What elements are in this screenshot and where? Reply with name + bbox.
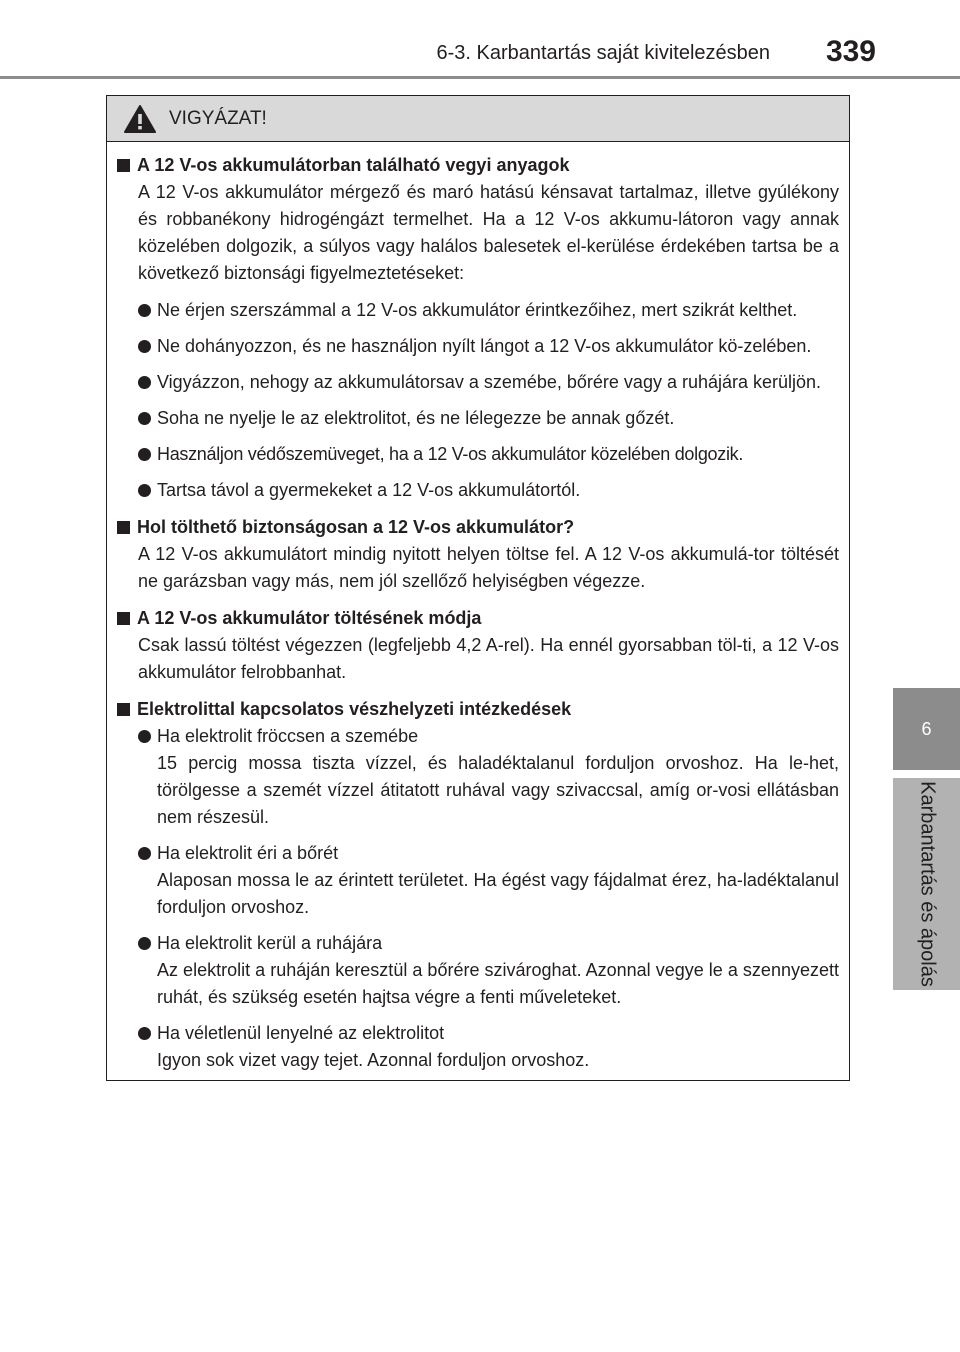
- item-title: Ha véletlenül lenyelné az elektrolitot: [157, 1023, 445, 1043]
- square-bullet-icon: [117, 612, 130, 625]
- square-bullet-icon: [117, 703, 130, 716]
- dot-bullet-icon: [138, 937, 151, 950]
- section-title: 6-3. Karbantartás saját kivitelezésben: [436, 42, 770, 64]
- item-text: Az elektrolit a ruháján keresztül a bőré…: [157, 960, 839, 1007]
- list-item: Ne érjen szerszámmal a 12 V-os akkumulát…: [117, 297, 839, 324]
- section-heading: Hol tölthető biztonságosan a 12 V-os akk…: [117, 514, 839, 541]
- square-bullet-icon: [117, 521, 130, 534]
- header-rule: [0, 76, 960, 79]
- list-item: Tartsa távol a gyermekeket a 12 V-os akk…: [117, 477, 839, 504]
- list-item: Vigyázzon, nehogy az akkumulátorsav a sz…: [117, 369, 839, 396]
- item-title: Ha elektrolit kerül a ruhájára: [157, 933, 383, 953]
- dot-bullet-icon: [138, 412, 151, 425]
- square-bullet-icon: [117, 159, 130, 172]
- list-item: Ne dohányozzon, és ne használjon nyílt l…: [117, 333, 839, 360]
- item-text: 15 percig mossa tiszta vízzel, és haladé…: [157, 753, 839, 827]
- caution-header: VIGYÁZAT!: [107, 96, 849, 142]
- item-title: Ha elektrolit éri a bőrét: [157, 843, 339, 863]
- chapter-title-tab: Karbantartás és ápolás: [893, 778, 960, 990]
- dot-bullet-icon: [138, 340, 151, 353]
- list-item: Ha elektrolit fröccsen a szemébe 15 perc…: [117, 723, 839, 831]
- caution-title: VIGYÁZAT!: [169, 107, 267, 129]
- list-item: Használjon védőszemüveget, ha a 12 V-os …: [117, 441, 839, 468]
- section-heading: A 12 V-os akkumulátor töltésének módja: [117, 605, 839, 632]
- item-title: Ha elektrolit fröccsen a szemébe: [157, 726, 419, 746]
- section-paragraph: A 12 V-os akkumulátort mindig nyitott he…: [138, 544, 839, 591]
- dot-bullet-icon: [138, 376, 151, 389]
- item-text: Igyon sok vizet vagy tejet. Azonnal ford…: [157, 1050, 590, 1070]
- list-item: Ha elektrolit kerül a ruhájára Az elektr…: [117, 930, 839, 1011]
- section-heading: A 12 V-os akkumulátorban található vegyi…: [117, 152, 839, 179]
- page-number: 339: [825, 35, 876, 68]
- dot-bullet-icon: [138, 448, 151, 461]
- chapter-number-tab: 6: [893, 688, 960, 770]
- list-item: Ha véletlenül lenyelné az elektrolitot I…: [117, 1020, 839, 1074]
- section-safe-charging-place: Hol tölthető biztonságosan a 12 V-os akk…: [117, 514, 839, 595]
- dot-bullet-icon: [138, 484, 151, 497]
- section-paragraph: Csak lassú töltést végezzen (legfeljebb …: [138, 635, 839, 682]
- section-heading: Elektrolittal kapcsolatos vészhelyzeti i…: [117, 696, 839, 723]
- section-chemicals: A 12 V-os akkumulátorban található vegyi…: [117, 152, 839, 504]
- section-emergency-measures: Elektrolittal kapcsolatos vészhelyzeti i…: [117, 696, 839, 1074]
- list-item: Soha ne nyelje le az elektrolitot, és ne…: [117, 405, 839, 432]
- caution-box: VIGYÁZAT! A 12 V-os akkumulátorban talál…: [106, 95, 850, 1081]
- chapter-title: Karbantartás és ápolás: [916, 781, 938, 987]
- section-paragraph: A 12 V-os akkumulátor mérgező és maró ha…: [138, 182, 839, 283]
- dot-bullet-icon: [138, 847, 151, 860]
- item-text: Alaposan mossa le az érintett területet.…: [157, 870, 839, 917]
- list-item: Ha elektrolit éri a bőrét Alaposan mossa…: [117, 840, 839, 921]
- dot-bullet-icon: [138, 730, 151, 743]
- section-charging-method: A 12 V-os akkumulátor töltésének módja C…: [117, 605, 839, 686]
- warning-triangle-icon: [124, 104, 156, 133]
- dot-bullet-icon: [138, 304, 151, 317]
- caution-body: A 12 V-os akkumulátorban található vegyi…: [107, 142, 849, 1074]
- dot-bullet-icon: [138, 1027, 151, 1040]
